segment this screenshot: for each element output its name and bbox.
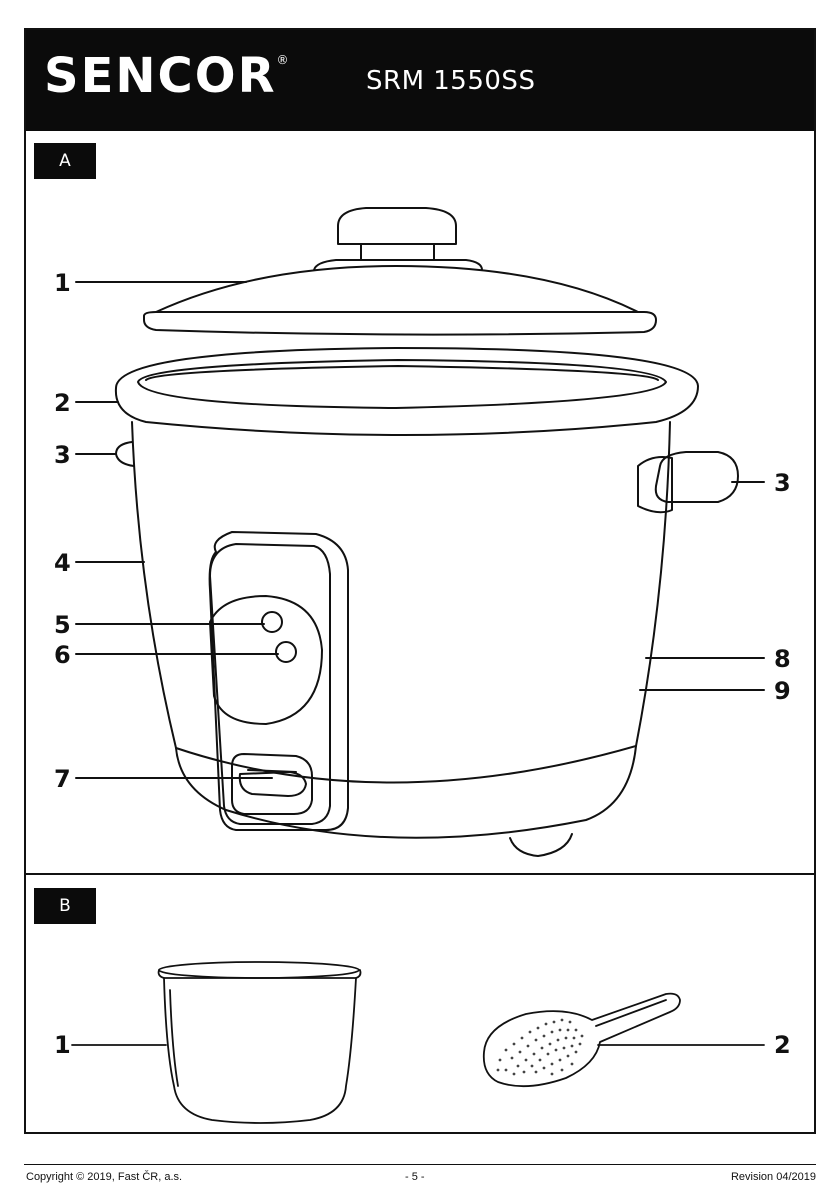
page-footer: Copyright © 2019, Fast ČR, a.s. - 5 - Re… bbox=[24, 1164, 816, 1193]
page-number: - 5 - bbox=[405, 1171, 425, 1183]
manual-page-frame: SENCOR® SRM 1550SS A bbox=[24, 28, 816, 1134]
inner-pot bbox=[159, 962, 361, 1123]
copyright-text: Copyright © 2019, Fast ČR, a.s. bbox=[26, 1171, 182, 1183]
revision-text: Revision 04/2019 bbox=[731, 1171, 816, 1183]
rice-spatula bbox=[484, 994, 680, 1087]
callout-b-2: 2 bbox=[774, 1033, 791, 1057]
accessories-diagram bbox=[26, 30, 818, 1136]
callout-b-1: 1 bbox=[54, 1033, 71, 1057]
